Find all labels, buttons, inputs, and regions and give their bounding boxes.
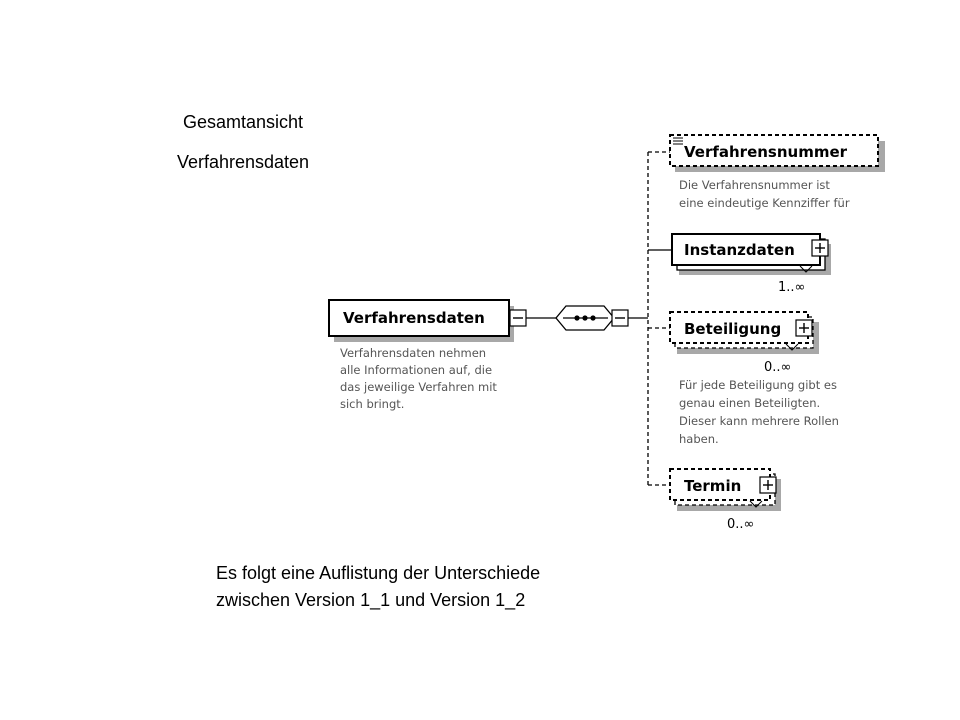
svg-text:Beteiligung: Beteiligung xyxy=(684,320,781,338)
svg-text:alle Informationen auf, die: alle Informationen auf, die xyxy=(340,363,492,377)
root-element-box[interactable]: Verfahrensdaten xyxy=(328,299,514,342)
sequence-collapse-icon[interactable] xyxy=(611,309,629,327)
page-title: Gesamtansicht xyxy=(182,112,304,132)
page-subtitle: Verfahrensdaten xyxy=(176,152,310,172)
termin-cardinality: 0..∞ xyxy=(727,517,754,532)
verfahrensnummer-documentation: Die Verfahrensnummer ist eine eindeutige… xyxy=(679,178,850,210)
simple-content-icon xyxy=(673,137,683,145)
root-collapse-icon[interactable] xyxy=(509,309,527,327)
svg-text:eine eindeutige Kennziffer für: eine eindeutige Kennziffer für xyxy=(679,196,850,210)
svg-text:Für jede Beteiligung gibt es: Für jede Beteiligung gibt es xyxy=(679,378,837,392)
beteiligung-cardinality: 0..∞ xyxy=(764,360,791,375)
element-beteiligung[interactable]: Beteiligung xyxy=(669,311,819,354)
connector-lines xyxy=(526,151,672,486)
instanzdaten-cardinality: 1..∞ xyxy=(778,280,805,295)
beteiligung-expand-icon[interactable] xyxy=(795,319,813,337)
root-element-label: Verfahrensdaten xyxy=(343,309,485,327)
element-termin[interactable]: Termin xyxy=(669,468,781,511)
beteiligung-documentation: Für jede Beteiligung gibt es genau einen… xyxy=(679,378,839,446)
instanzdaten-expand-icon[interactable] xyxy=(811,239,829,257)
svg-text:Verfahrensnummer: Verfahrensnummer xyxy=(684,143,848,161)
sequence-compositor-icon[interactable] xyxy=(555,305,615,331)
termin-expand-icon[interactable] xyxy=(759,476,777,494)
svg-text:Verfahrensdaten nehmen: Verfahrensdaten nehmen xyxy=(340,346,486,360)
svg-text:das jeweilige Verfahren mit: das jeweilige Verfahren mit xyxy=(340,380,497,394)
element-instanzdaten[interactable]: Instanzdaten xyxy=(671,233,831,275)
svg-text:genau einen Beteiligten.: genau einen Beteiligten. xyxy=(679,396,820,410)
footer-text: Es folgt eine Auflistung der Unterschied… xyxy=(216,560,540,614)
svg-text:Instanzdaten: Instanzdaten xyxy=(684,241,795,259)
svg-text:Termin: Termin xyxy=(684,477,741,495)
footer-line-2: zwischen Version 1_1 und Version 1_2 xyxy=(216,590,526,610)
root-documentation: Verfahrensdaten nehmen alle Informatione… xyxy=(340,346,497,411)
footer-line-1: Es folgt eine Auflistung der Unterschied… xyxy=(216,563,541,583)
svg-text:sich bringt.: sich bringt. xyxy=(340,397,404,411)
svg-text:Dieser kann mehrere Rollen: Dieser kann mehrere Rollen xyxy=(679,414,839,428)
svg-text:haben.: haben. xyxy=(679,432,719,446)
element-verfahrensnummer[interactable]: Verfahrensnummer xyxy=(669,134,885,172)
svg-text:Die Verfahrensnummer ist: Die Verfahrensnummer ist xyxy=(679,178,830,192)
